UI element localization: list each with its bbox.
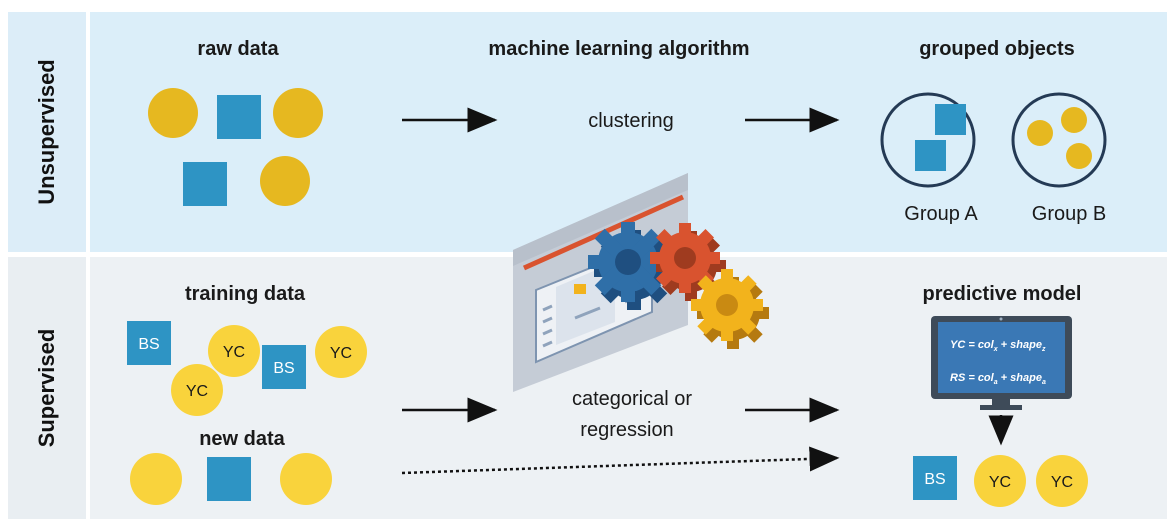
yellow-gear xyxy=(691,269,769,349)
new-circle-2 xyxy=(280,453,332,505)
group-b-ring xyxy=(1011,92,1107,188)
method-label-line2: regression xyxy=(580,419,674,441)
training-square-1-label: BS xyxy=(138,336,159,353)
clustering-label: clustering xyxy=(588,110,674,132)
training-circle-2-label: YC xyxy=(330,345,352,362)
raw-square-2 xyxy=(183,162,227,206)
supervised-label-panel: Supervised xyxy=(8,257,86,519)
formula-rs: RS = cola + shapea xyxy=(950,372,1046,386)
output-circle-2 xyxy=(1036,455,1088,507)
output-circle-1 xyxy=(974,455,1026,507)
output-circle-1-label: YC xyxy=(989,474,1011,491)
method-label-line1: categorical or xyxy=(571,388,693,410)
unsupervised-label-panel: Unsupervised xyxy=(8,12,86,252)
output-square-label: BS xyxy=(924,471,945,488)
raw-data-shapes xyxy=(148,88,323,206)
training-circle-3 xyxy=(171,364,223,416)
raw-square-1 xyxy=(217,95,261,139)
training-circle-1 xyxy=(208,325,260,377)
raw-circle-3 xyxy=(260,156,310,206)
grouped-objects-title: grouped objects xyxy=(919,38,1075,60)
training-data-shapes xyxy=(127,321,367,416)
new-circle-1 xyxy=(130,453,182,505)
training-circle-3-label: YC xyxy=(186,383,208,400)
raw-data-title: raw data xyxy=(197,38,279,60)
new-data-shapes xyxy=(130,453,332,505)
new-square-1 xyxy=(207,457,251,501)
monitor-icon xyxy=(931,316,1072,410)
algorithm-title: machine learning algorithm xyxy=(488,38,750,60)
group-b-label: Group B xyxy=(1031,203,1107,225)
algorithm-illustration xyxy=(513,173,769,392)
formula-yc: YC = colx + shapez xyxy=(950,339,1046,353)
group-a-label: Group A xyxy=(904,203,978,225)
red-gear xyxy=(650,223,726,301)
group-a-ring xyxy=(880,92,976,188)
training-circle-1-label: YC xyxy=(223,344,245,361)
raw-circle-2 xyxy=(273,88,323,138)
training-data-title: training data xyxy=(184,283,306,305)
training-circle-2 xyxy=(315,326,367,378)
output-circle-2-label: YC xyxy=(1051,474,1073,491)
training-square-1 xyxy=(127,321,171,365)
training-square-2 xyxy=(262,345,306,389)
training-square-2-label: BS xyxy=(273,360,294,377)
predictive-model-title: predictive model xyxy=(922,283,1082,305)
raw-circle-1 xyxy=(148,88,198,138)
output-square xyxy=(913,456,957,500)
new-data-title: new data xyxy=(199,428,285,450)
dotted-arrow-new-to-model xyxy=(401,446,840,475)
